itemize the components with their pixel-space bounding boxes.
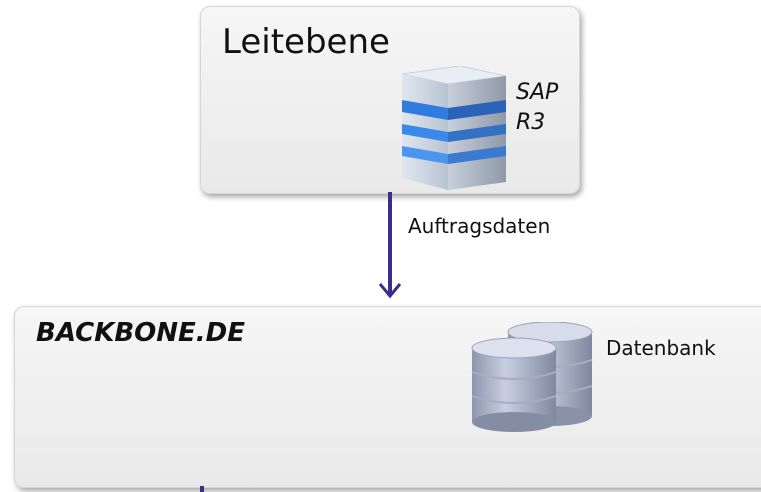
server-icon	[401, 66, 507, 190]
connector-label: Auftragsdaten	[408, 214, 551, 238]
backbone-panel	[14, 306, 761, 488]
server-label-line2: R3	[516, 110, 546, 135]
leitebene-panel	[200, 6, 580, 194]
connector-continuation	[200, 486, 204, 492]
database-icon	[471, 322, 593, 432]
server-label: SAP R3	[516, 78, 558, 138]
server-label-line1: SAP	[516, 80, 559, 105]
connector-arrow	[378, 192, 402, 299]
leitebene-title: Leitebene	[222, 22, 390, 62]
database-label: Datenbank	[606, 336, 716, 360]
backbone-title: BACKBONE.DE	[36, 318, 246, 348]
